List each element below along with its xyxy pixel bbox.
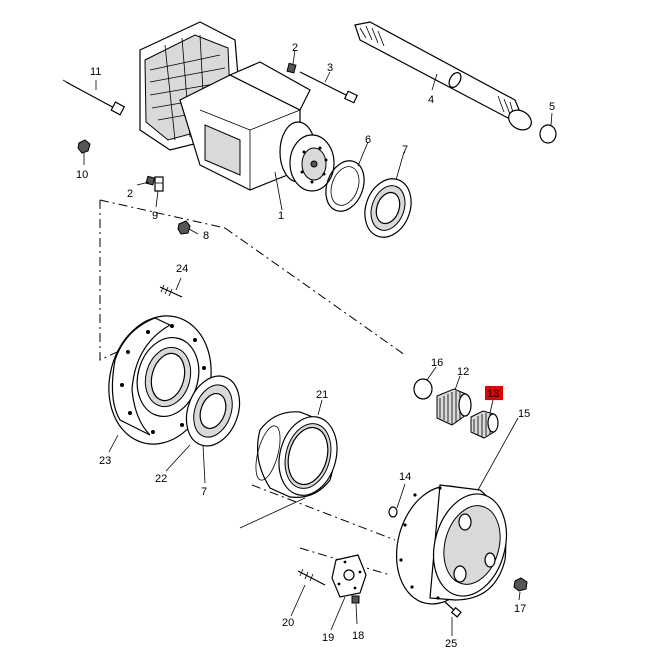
part-ring-16[interactable] [413, 378, 433, 400]
part-planet-carrier-15[interactable] [384, 476, 517, 614]
part-washer-14[interactable] [388, 506, 398, 518]
part-nut-18[interactable] [351, 595, 360, 604]
part-plug-8[interactable] [177, 220, 191, 235]
callout-8: 8 [203, 230, 209, 242]
callout-23: 23 [99, 455, 111, 467]
callout-17: 17 [514, 603, 526, 615]
part-nut-10[interactable] [77, 139, 91, 154]
callout-22: 22 [155, 473, 167, 485]
part-stud-20[interactable] [297, 568, 326, 586]
callout-1: 1 [278, 210, 284, 222]
part-stud-24[interactable] [159, 284, 183, 298]
callout-2-upper: 2 [292, 42, 298, 54]
callout-5: 5 [549, 101, 555, 113]
part-flange-hub-23[interactable] [95, 304, 225, 455]
callout-3: 3 [327, 62, 333, 74]
part-ring-gear-21[interactable] [251, 410, 345, 502]
part-axle-housing[interactable] [139, 21, 335, 192]
leader-lines [83, 49, 553, 636]
part-splined-shaft[interactable] [354, 21, 535, 134]
callout-16: 16 [431, 357, 443, 369]
callout-15: 15 [518, 408, 530, 420]
part-gear-12[interactable] [436, 388, 472, 426]
part-nut-lower[interactable] [145, 175, 156, 186]
part-bearing-22[interactable] [177, 369, 249, 454]
callout-9: 9 [152, 210, 158, 222]
callout-6: 6 [365, 134, 371, 146]
callout-4: 4 [428, 94, 434, 106]
callout-13-highlight: 13 [485, 386, 503, 400]
part-seal-6[interactable] [319, 155, 371, 216]
callout-25: 25 [445, 638, 457, 648]
callout-12: 12 [457, 366, 469, 378]
part-gear-13[interactable] [470, 410, 499, 439]
callout-2-lower: 2 [127, 188, 133, 200]
part-bolt[interactable] [299, 71, 359, 104]
callout-20: 20 [282, 617, 294, 629]
callout-19: 19 [322, 632, 334, 644]
callout-7-upper: 7 [402, 144, 408, 156]
callout-14: 14 [399, 471, 411, 483]
callout-10: 10 [76, 169, 88, 181]
callout-labels: 1 2 3 4 5 6 7 11 10 2 9 8 24 23 22 7 21 … [76, 42, 555, 648]
callout-11: 11 [90, 66, 101, 78]
part-nut-17[interactable] [513, 577, 528, 592]
callout-7-lower: 7 [201, 486, 207, 498]
part-nut-upper[interactable] [286, 62, 297, 74]
part-stud-9[interactable] [154, 176, 164, 192]
callout-18: 18 [352, 630, 364, 642]
callout-13: 13 [487, 388, 499, 400]
part-plate-19[interactable] [331, 554, 367, 598]
part-snap-ring-5[interactable] [539, 124, 557, 144]
part-long-bolt-11[interactable] [62, 79, 126, 116]
part-bearing-7-upper[interactable] [357, 172, 419, 243]
part-bolt-25[interactable] [444, 601, 462, 618]
callout-21: 21 [316, 389, 328, 401]
callout-24: 24 [176, 263, 188, 275]
